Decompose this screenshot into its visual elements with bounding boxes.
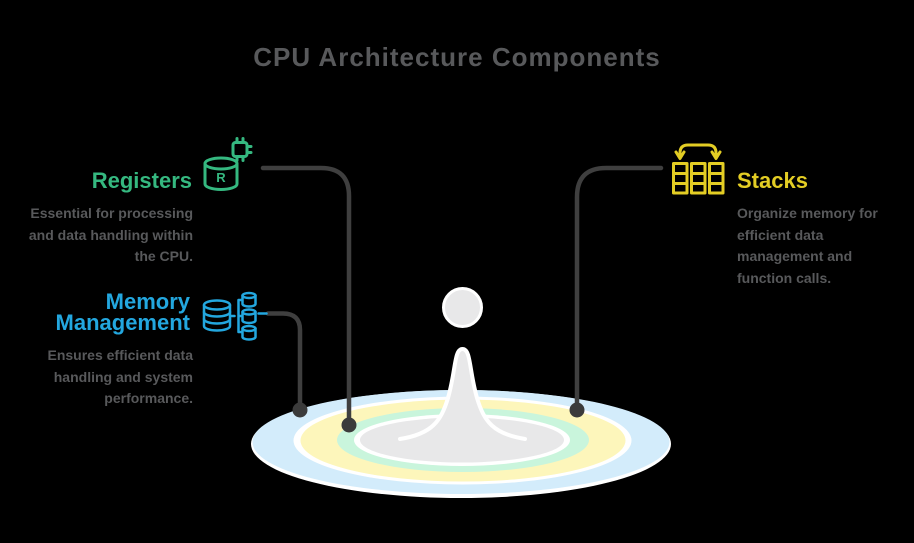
memory-management-label: Memory Management (55, 289, 190, 335)
memory-node-cylinders (241, 291, 257, 341)
registers-label: Registers (91, 168, 192, 193)
chip-pins (235, 137, 253, 162)
database-icon-top (203, 156, 239, 171)
stacks-icon (672, 143, 725, 195)
memory-db-body (202, 303, 232, 332)
small-cylinder-bot (241, 324, 257, 333)
memory-db-line1 (202, 310, 232, 318)
stack-column-3 (708, 162, 725, 195)
stack-dividers (672, 172, 725, 185)
swap-arrowhead-left (674, 150, 686, 160)
memory-db-line2 (202, 317, 232, 325)
database-icon-body (203, 162, 239, 191)
figure-body (398, 346, 527, 441)
registers-dot (341, 417, 357, 433)
stacks-dot (569, 402, 585, 418)
small-cylinder-bot-body (241, 327, 257, 341)
ripple-rings (251, 390, 671, 498)
registers-icon-letter: R (216, 170, 226, 185)
ripple-gray-center (360, 417, 564, 463)
page-title: CPU Architecture Components (253, 42, 661, 72)
memory-management-icon (202, 291, 268, 341)
small-cylinder-mid (241, 308, 257, 316)
connectors (260, 165, 664, 428)
memory-hierarchy-lines (229, 298, 244, 334)
swap-arrowhead-right (710, 150, 722, 160)
registers-description: Essential for processing and data handli… (28, 205, 193, 264)
stacks-description: Organize memory for efficient data manag… (737, 205, 878, 286)
memory-db-top (202, 299, 232, 311)
memory-dot (292, 402, 308, 418)
connector-memory (265, 311, 303, 413)
connector-dots (292, 402, 585, 433)
figure-head (442, 287, 483, 328)
connector-registers (260, 165, 352, 428)
memory-management-description: Ensures efficient data handling and syst… (47, 347, 194, 406)
swap-arrow-curve (678, 143, 718, 159)
small-cylinder-mid-body (241, 310, 257, 325)
chip-icon (231, 141, 249, 158)
stacks-label: Stacks (737, 168, 808, 193)
registers-icon: R (203, 137, 253, 191)
person-figure (398, 287, 527, 441)
stack-column-1 (672, 162, 689, 195)
small-cylinder-top-body (241, 294, 257, 308)
small-cylinder-top (241, 291, 257, 300)
connector-stacks (574, 165, 664, 413)
stack-column-2 (690, 162, 707, 195)
